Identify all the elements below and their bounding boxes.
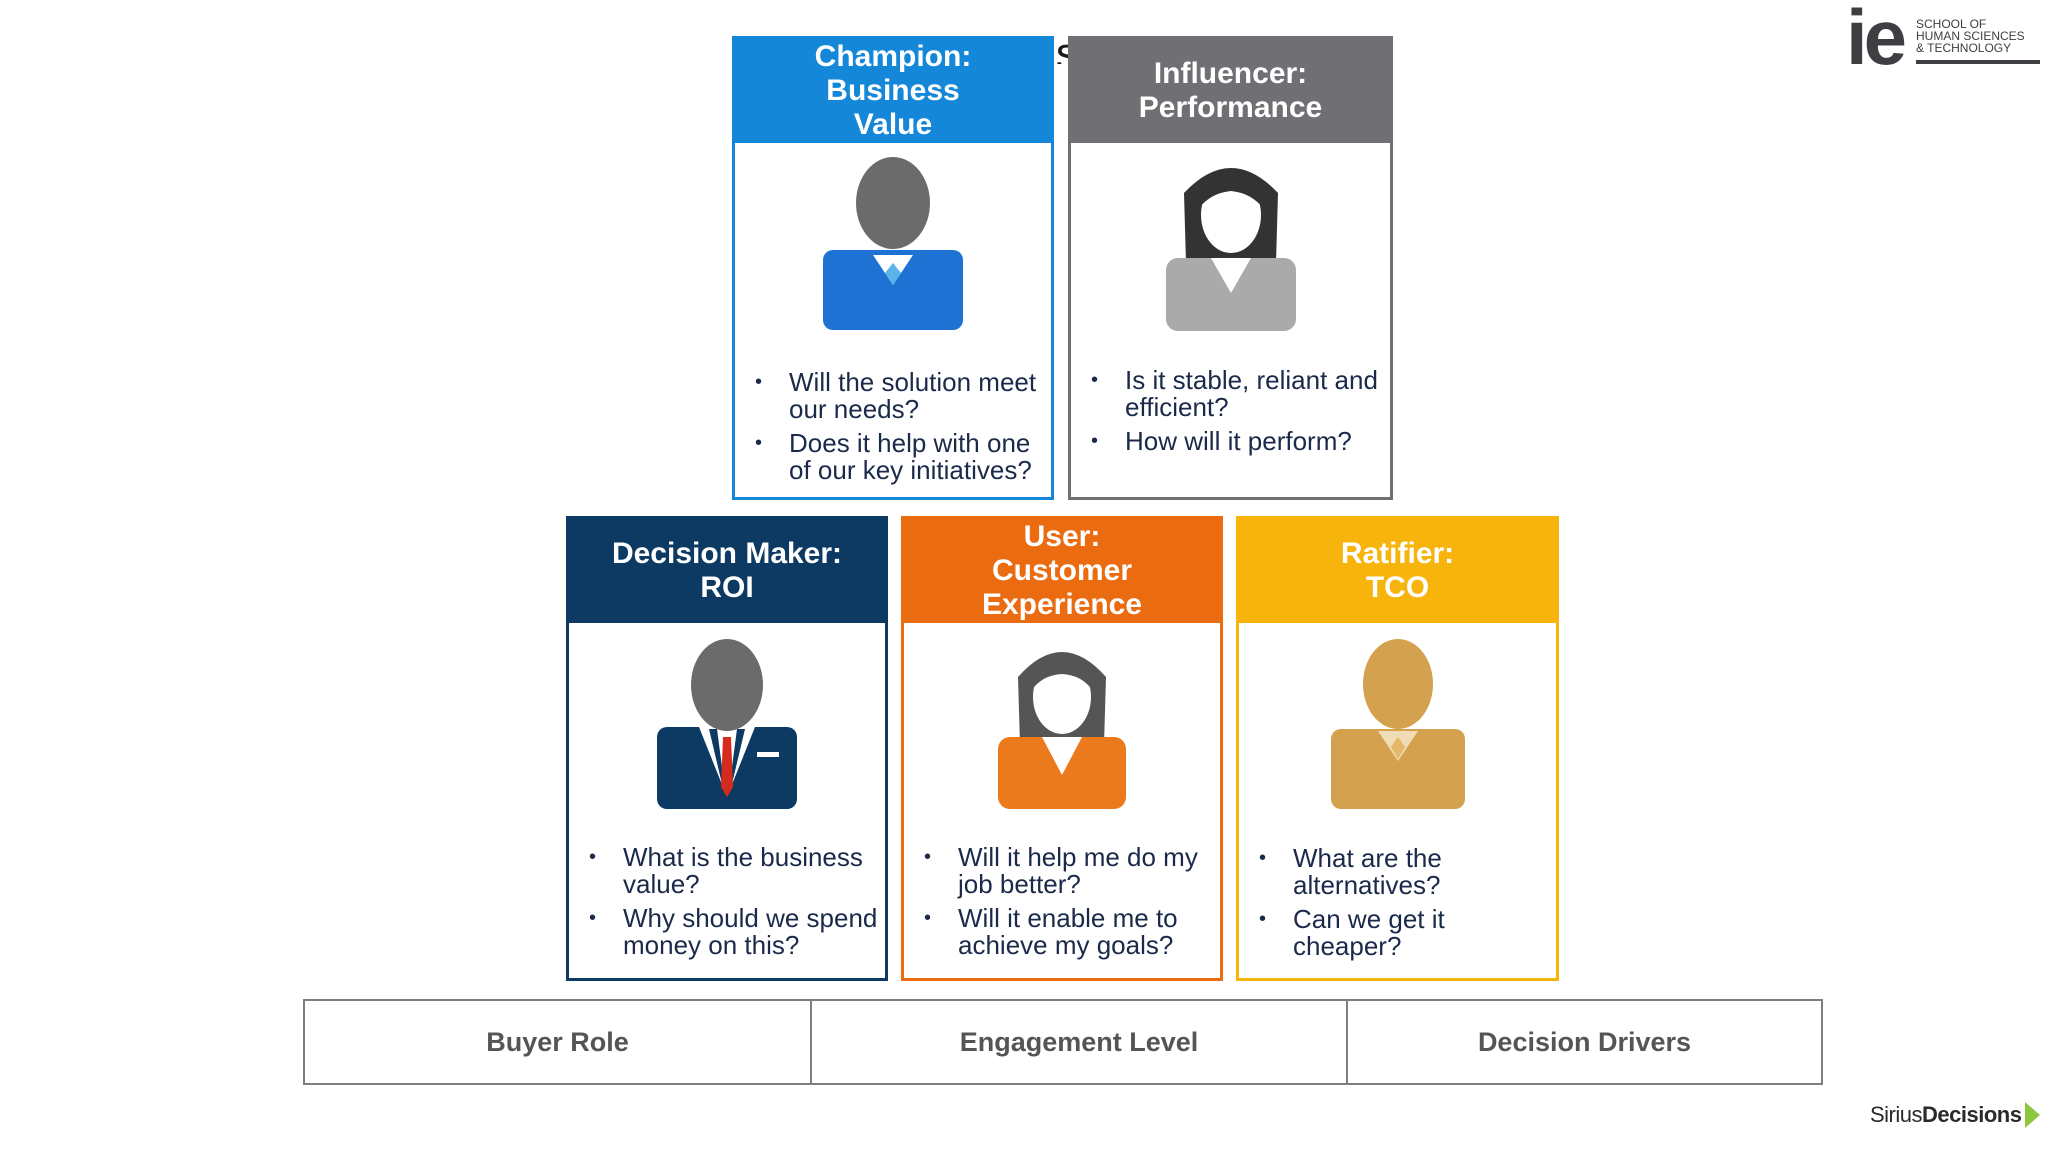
decision-maker-card: Decision Maker: ROI What is the business… [566, 516, 888, 981]
influencer-bullets: Is it stable, reliant and efficient? How… [1091, 367, 1381, 462]
businesswoman-icon [1165, 168, 1296, 331]
decision-drivers-cell: Decision Drivers [1346, 1001, 1821, 1083]
ratifier-card: Ratifier: TCO What are the alternatives?… [1236, 516, 1559, 981]
bullet-item: How will it perform? [1091, 428, 1381, 456]
ie-logo-bar [1916, 60, 2040, 64]
buyer-role-cell: Buyer Role [486, 1026, 629, 1057]
bullet-item: Will the solution meet our needs? [755, 369, 1045, 423]
bullet-item: What is the business value? [589, 844, 879, 898]
bullet-item: Can we get it cheaper? [1259, 906, 1549, 960]
champion-bullets: Will the solution meet our needs? Does i… [755, 369, 1045, 491]
influencer-card: Influencer: Performance Is it stable, re… [1068, 36, 1393, 500]
sirius-logo-plain: Sirius [1870, 1102, 1923, 1127]
decision-maker-card-title: Decision Maker: ROI [569, 519, 885, 623]
bullet-item: Does it help with one of our key initiat… [755, 430, 1045, 484]
sirius-logo-text: SiriusDecisions [1870, 1102, 2022, 1128]
user-card: User: Customer Experience Will it help m… [901, 516, 1223, 981]
influencer-card-title: Influencer: Performance [1071, 39, 1390, 143]
user-card-title: User: Customer Experience [904, 519, 1220, 623]
champion-card-title: Champion: Business Value [735, 39, 1051, 143]
bullet-item: Will it enable me to achieve my goals? [924, 905, 1219, 959]
siriusdecisions-logo: SiriusDecisions [1870, 1100, 2041, 1130]
user-bullets: Will it help me do my job better? Will i… [924, 844, 1219, 966]
bullet-item: What are the alternatives? [1259, 845, 1549, 899]
engagement-level-cell: Engagement Level [810, 1001, 1346, 1083]
ie-logo-mark: ie [1846, 0, 1907, 81]
sirius-logo-bold: Decisions [1922, 1102, 2022, 1127]
bullet-item: Why should we spend money on this? [589, 905, 879, 959]
bullet-item: Is it stable, reliant and efficient? [1091, 367, 1381, 421]
ie-logo-text: SCHOOL OF HUMAN SCIENCES & TECHNOLOGY [1916, 17, 2025, 55]
bullet-item: Will it help me do my job better? [924, 844, 1219, 898]
champion-card: Champion: Business Value Will the soluti… [732, 36, 1054, 500]
decision-maker-bullets: What is the business value? Why should w… [589, 844, 879, 966]
executive-icon [657, 639, 797, 809]
footer-table: Buyer Role Engagement Level Decision Dri… [303, 999, 1823, 1085]
ratifier-bullets: What are the alternatives? Can we get it… [1259, 845, 1549, 967]
businessman-icon [1330, 639, 1465, 809]
businessman-icon [823, 157, 963, 330]
ratifier-card-title: Ratifier: TCO [1239, 519, 1556, 623]
ie-school-logo: ie SCHOOL OF HUMAN SCIENCES & TECHNOLOGY [1846, 0, 2042, 81]
sirius-arrow-icon [2025, 1102, 2041, 1128]
businesswoman-icon [998, 652, 1126, 809]
